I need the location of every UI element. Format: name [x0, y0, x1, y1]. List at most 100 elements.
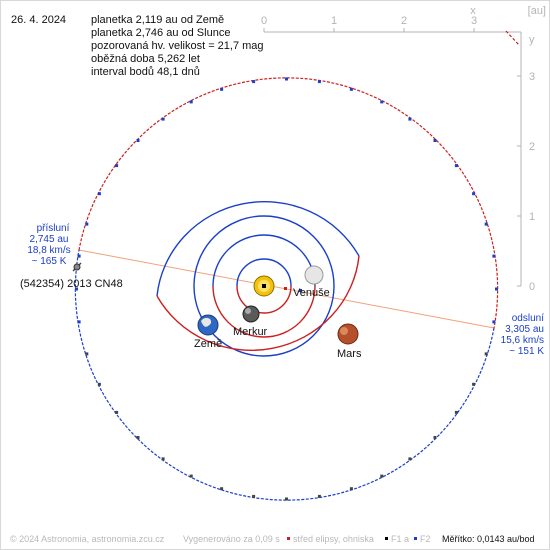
- venus: [304, 265, 324, 285]
- asteroid-icon: [73, 263, 81, 271]
- asteroid-orbit-point: [317, 80, 321, 84]
- asteroid-orbit-point: [285, 497, 288, 501]
- asteroid-orbit-point: [472, 382, 476, 386]
- legend-f2-swatch: [414, 537, 417, 540]
- asteroid-orbit-point: [115, 410, 119, 414]
- venus-orbit-below: [212, 285, 316, 338]
- earth: [197, 314, 219, 336]
- y-axis-label: y: [529, 34, 535, 46]
- venus-disk: [304, 265, 324, 285]
- mars-label: Mars: [337, 348, 362, 360]
- focus-f1-marker: [262, 284, 266, 288]
- ellipse-center-marker: [284, 287, 287, 290]
- asteroid-orbit-point: [85, 352, 89, 356]
- mars-highlight: [340, 327, 348, 335]
- mars-orbit-below: [156, 255, 360, 351]
- info-earth-distance: planetka 2,119 au od Země: [91, 14, 224, 26]
- venus-label: Venuše: [293, 287, 330, 299]
- asteroid-marker: [72, 262, 82, 272]
- y-tick-label-0: 0: [529, 281, 535, 293]
- asteroid-orbit-point: [97, 192, 101, 196]
- asteroid-orbit-point: [492, 254, 496, 258]
- perihelion-info: přísluní 2,745 au 18,8 km/s ~ 165 K: [27, 223, 70, 267]
- sun: [253, 275, 275, 297]
- mars: [337, 323, 359, 345]
- mercury: [242, 305, 260, 323]
- asteroid-orbit-point: [380, 474, 384, 478]
- venus-orbit-above: [212, 234, 316, 287]
- asteroid-orbit-point: [77, 320, 81, 324]
- earth-clouds: [201, 317, 212, 327]
- asteroid-orbit-point: [285, 77, 288, 81]
- asteroid-orbit-point: [220, 487, 224, 491]
- asteroid-orbit-points: [75, 77, 498, 501]
- date-label: 26. 4. 2024: [11, 14, 66, 26]
- asteroid-orbit-point: [136, 139, 140, 142]
- asteroid-name: (542354) 2013 CN48: [20, 278, 123, 290]
- x-tick-label-0: 0: [261, 15, 267, 27]
- info-sun-distance: planetka 2,746 au od Slunce: [91, 27, 230, 39]
- perihelion-temperature: ~ 165 K: [32, 256, 67, 267]
- asteroid-orbit-point: [495, 287, 498, 291]
- asteroid-orbit-point: [433, 436, 437, 439]
- planet-orbits: [156, 201, 360, 357]
- asteroid-orbit-above-south: [74, 249, 495, 501]
- aphelion-distance: 3,305 au: [505, 324, 544, 335]
- info-point-interval: interval bodů 48,1 dnů: [91, 66, 200, 78]
- asteroid-orbit-point: [454, 164, 458, 168]
- asteroid-orbit-point: [433, 139, 437, 142]
- mercury-orbit-above: [236, 258, 292, 287]
- perihelion-speed: 18,8 km/s: [27, 245, 70, 256]
- y-tick-label-1: 1: [529, 211, 535, 223]
- planet-labels: Merkur Venuše Země Mars: [194, 287, 362, 360]
- mars-disk: [337, 323, 359, 345]
- asteroid-orbit: [74, 30, 520, 501]
- asteroid-orbit-point: [75, 287, 78, 291]
- aphelion-label: odsluní: [512, 313, 544, 324]
- asteroid-orbit-point: [136, 436, 140, 439]
- focus-f2-marker: [299, 289, 302, 292]
- perihelion-label: přísluní: [37, 223, 70, 234]
- asteroid-orbit-point: [408, 117, 412, 121]
- info-period: oběžná doba 5,262 let: [91, 53, 200, 65]
- y-tick-label-2: 2: [529, 141, 535, 153]
- legend-f2-label: F2: [420, 534, 431, 544]
- asteroid-orbit-point: [189, 100, 193, 104]
- perihelion-distance: 2,745 au: [30, 234, 69, 245]
- aphelion-info: odsluní 3,305 au 15,6 km/s ~ 151 K: [501, 313, 545, 357]
- legend-f1-swatch: [385, 537, 388, 540]
- asteroid-orbit-point: [484, 352, 488, 356]
- asteroid-orbit-point: [317, 494, 321, 498]
- asteroid-orbit-point: [97, 382, 101, 386]
- asteroid-orbit-point: [189, 474, 193, 478]
- earth-label: Země: [194, 338, 222, 350]
- asteroid-orbit-point: [77, 254, 81, 258]
- mercury-highlight: [245, 308, 251, 314]
- footer-generated: Vygenerováno za 0,09 s: [183, 534, 280, 544]
- asteroid-orbit-point: [252, 494, 256, 498]
- asteroid-orbit-point: [161, 457, 165, 461]
- asteroid-orbit-point: [349, 87, 353, 91]
- mercury-orbit-below: [236, 285, 292, 314]
- axes: [263, 28, 522, 287]
- asteroid-orbit-point: [380, 100, 384, 104]
- mercury-disk: [242, 305, 260, 323]
- asteroid-orbit-point: [484, 222, 488, 226]
- legend-center-swatch: [287, 537, 290, 540]
- header-info: 26. 4. 2024 planetka 2,119 au od Země pl…: [11, 14, 264, 78]
- asteroid-orbit-below-north: [78, 77, 499, 329]
- scale-label: Měřítko: 0,0143 au/bod: [442, 534, 535, 544]
- asteroid-orbit-offscale-marker: [505, 30, 520, 46]
- legend-center-label: střed elipsy, ohniska: [293, 534, 374, 544]
- asteroid-orbit-point: [492, 320, 496, 324]
- mercury-label: Merkur: [233, 326, 268, 338]
- y-tick-label-3: 3: [529, 71, 535, 83]
- footer-copyright: © 2024 Astronomia, astronomia.zcu.cz: [10, 534, 165, 544]
- x-axis-label: x: [470, 5, 476, 17]
- legend-f1-label: F1 a: [391, 534, 409, 544]
- asteroid-orbit-point: [349, 487, 353, 491]
- asteroid-orbit-point: [85, 222, 89, 226]
- aphelion-speed: 15,6 km/s: [501, 335, 544, 346]
